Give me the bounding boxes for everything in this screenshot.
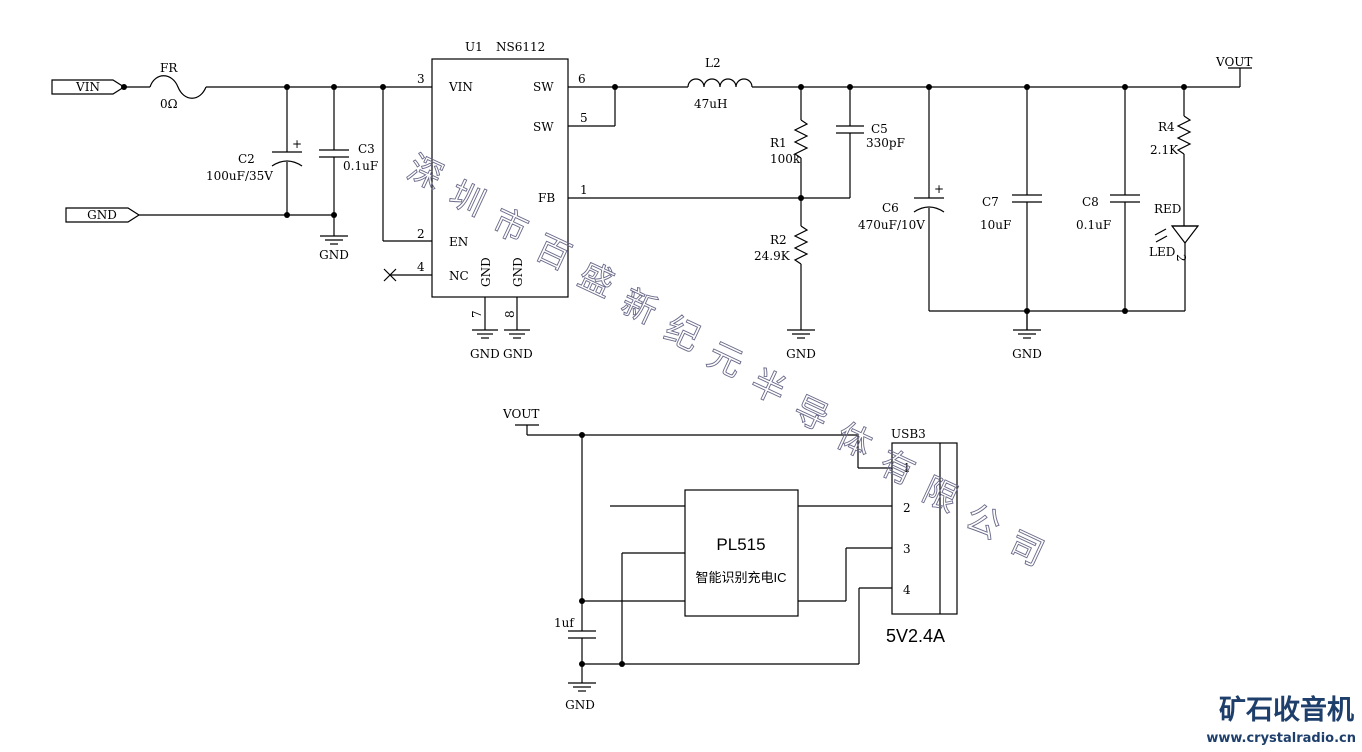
led-pin: 2 [1174, 254, 1188, 262]
vin-port [51, 79, 126, 95]
c5-ref: C5 [871, 122, 888, 136]
c7-ref: C7 [982, 195, 999, 209]
c6-value: 470uF/10V [858, 218, 925, 232]
l2-value: 47uH [694, 97, 727, 111]
fr-value: 0Ω [160, 97, 178, 111]
led-triangle [1170, 225, 1200, 244]
svg-text:有: 有 [873, 443, 921, 494]
gnd-port-label: GND [87, 208, 117, 222]
c7-value: 10uF [980, 218, 1011, 232]
gnd-label-3: GND [503, 347, 533, 361]
svg-text:SW: SW [533, 80, 554, 94]
svg-text:VIN: VIN [448, 80, 473, 94]
svg-text:2: 2 [417, 227, 425, 241]
r4-ref: R4 [1158, 120, 1175, 134]
ground-symbol [1013, 329, 1041, 339]
svg-text:GND: GND [479, 257, 493, 287]
r2-value: 24.9K [754, 249, 791, 263]
pl515-name: PL515 [716, 535, 765, 554]
svg-text:盛: 盛 [572, 255, 620, 306]
svg-text:半: 半 [744, 362, 792, 413]
c2-value: 100uF/35V [206, 169, 273, 183]
svg-text:新: 新 [615, 282, 663, 333]
usb-connector [891, 442, 958, 615]
svg-text:司: 司 [1002, 524, 1050, 575]
svg-text:6: 6 [578, 72, 586, 86]
ground-symbol [504, 329, 530, 339]
logo-title: 矿石收音机 [1219, 694, 1354, 726]
c-usb-value: 1uf [554, 616, 575, 630]
fr-ref: FR [160, 61, 178, 75]
ic-ref: U1 [465, 40, 483, 54]
svg-text:7: 7 [470, 310, 484, 318]
c3-ref: C3 [358, 142, 375, 156]
svg-text:体: 体 [830, 416, 878, 467]
c5-value: 330pF [866, 136, 905, 150]
vin-port-label: VIN [75, 80, 100, 94]
watermark: 深 圳 市 百 盛 新 纪 元 半 导 体 有 限 公 司 [401, 147, 1051, 575]
usb-pin-3: 3 [903, 542, 911, 556]
svg-text:+: + [292, 137, 302, 151]
usb-pin-1: 1 [903, 461, 911, 475]
r1-ref: R1 [770, 136, 787, 150]
svg-text:元: 元 [701, 335, 749, 386]
r1-value: 100k [770, 152, 801, 166]
svg-text:市: 市 [486, 201, 534, 252]
svg-text:1: 1 [580, 183, 588, 197]
resistor-r4 [1176, 115, 1192, 155]
svg-text:圳: 圳 [443, 174, 491, 225]
svg-text:4: 4 [417, 260, 425, 274]
svg-text:SW: SW [533, 120, 554, 134]
svg-text:纪: 纪 [658, 309, 706, 360]
svg-text:GND: GND [511, 257, 525, 287]
ground-symbol [568, 682, 596, 692]
svg-text:EN: EN [449, 235, 468, 249]
svg-text:导: 导 [787, 389, 835, 440]
usb-ref: USB3 [891, 427, 926, 441]
c3-value: 0.1uF [343, 159, 378, 173]
svg-text:FB: FB [538, 191, 555, 205]
pl515-desc: 智能识别充电IC [695, 570, 786, 585]
svg-text:深: 深 [401, 148, 449, 199]
c6-ref: C6 [882, 201, 899, 215]
svg-text:百: 百 [529, 228, 577, 279]
gnd-label-2: GND [470, 347, 500, 361]
gnd-port [65, 207, 141, 223]
svg-text:NC: NC [449, 269, 469, 283]
usb-pin-4: 4 [903, 583, 911, 597]
ground-symbol [787, 329, 815, 339]
resistor-r2 [793, 225, 809, 265]
c2-plate-curved [271, 160, 303, 167]
l2-ref: L2 [705, 56, 721, 70]
usb-pin-2: 2 [903, 501, 911, 515]
r2-ref: R2 [770, 233, 787, 247]
fuse-fr [149, 75, 207, 99]
gnd-label-4: GND [786, 347, 816, 361]
svg-text:3: 3 [417, 72, 425, 86]
ground-symbol [472, 329, 498, 339]
gnd-label-5: GND [1012, 347, 1042, 361]
inductor-l2 [687, 78, 753, 88]
gnd-label-1: GND [319, 248, 349, 262]
logo-url: www.crystalradio.cn [1206, 731, 1356, 746]
led-ref-top: RED [1154, 202, 1181, 216]
led-ref-bottom: LED [1149, 245, 1175, 259]
ic-u1 [431, 58, 569, 298]
c8-value: 0.1uF [1076, 218, 1111, 232]
svg-text:公: 公 [959, 497, 1007, 548]
svg-text:+: + [934, 182, 944, 196]
usb-rating: 5V2.4A [886, 626, 945, 646]
vout-top-label: VOUT [1215, 55, 1252, 69]
vout-bottom-label: VOUT [502, 407, 539, 421]
c8-ref: C8 [1082, 195, 1099, 209]
resistor-r1 [793, 119, 809, 159]
r4-value: 2.1K [1150, 143, 1179, 157]
gnd-label-6: GND [565, 698, 595, 712]
svg-text:5: 5 [580, 111, 588, 125]
ground-symbol [320, 235, 348, 245]
svg-text:8: 8 [503, 310, 517, 318]
ic-part: NS6112 [496, 40, 545, 54]
c2-ref: C2 [238, 152, 255, 166]
